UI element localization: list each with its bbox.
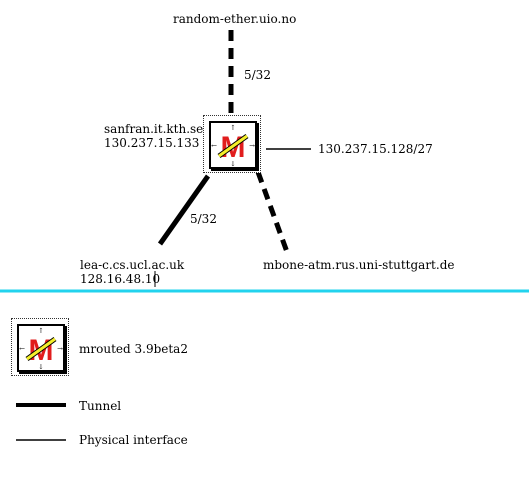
tunnel-line-stuttgart <box>255 171 290 253</box>
svg-text:←: ← <box>19 345 25 353</box>
mrouted-logo-icon: M ↑ ↓ ← → <box>19 327 63 371</box>
router-ip-label: 130.237.15.133 <box>104 136 200 150</box>
router-icon: M ↑ ↓ ← → <box>203 115 261 173</box>
legend-physical-label: Physical interface <box>79 433 188 447</box>
node-label-ucl-ip: 128.16.48.10 <box>80 272 161 286</box>
legend-router-label: mrouted 3.9beta2 <box>79 342 188 356</box>
subnet-label: 130.237.15.128/27 <box>318 142 433 156</box>
edge-label-ucl-tunnel: 5/32 <box>190 212 217 226</box>
mrouted-logo-icon: M ↑ ↓ ← → <box>211 124 255 168</box>
edge-label-top-tunnel: 5/32 <box>244 68 271 82</box>
legend-tunnel-label: Tunnel <box>79 399 122 413</box>
svg-text:↑: ↑ <box>38 327 44 335</box>
node-label-ucl-name: lea-c.cs.ucl.ac.uk <box>80 258 185 272</box>
svg-text:→: → <box>57 345 63 353</box>
tunnel-line-ucl <box>157 174 211 246</box>
node-label-stuttgart: mbone-atm.rus.uni-stuttgart.de <box>263 258 455 272</box>
svg-text:↑: ↑ <box>230 124 236 132</box>
svg-text:↓: ↓ <box>38 363 44 370</box>
node-label-random-ether: random-ether.uio.no <box>173 12 297 26</box>
svg-text:→: → <box>249 142 255 150</box>
router-name-label: sanfran.it.kth.se <box>104 122 204 136</box>
legend-router-icon: M ↑ ↓ ← → <box>11 318 69 376</box>
svg-text:←: ← <box>211 142 217 150</box>
svg-text:↓: ↓ <box>230 160 236 167</box>
